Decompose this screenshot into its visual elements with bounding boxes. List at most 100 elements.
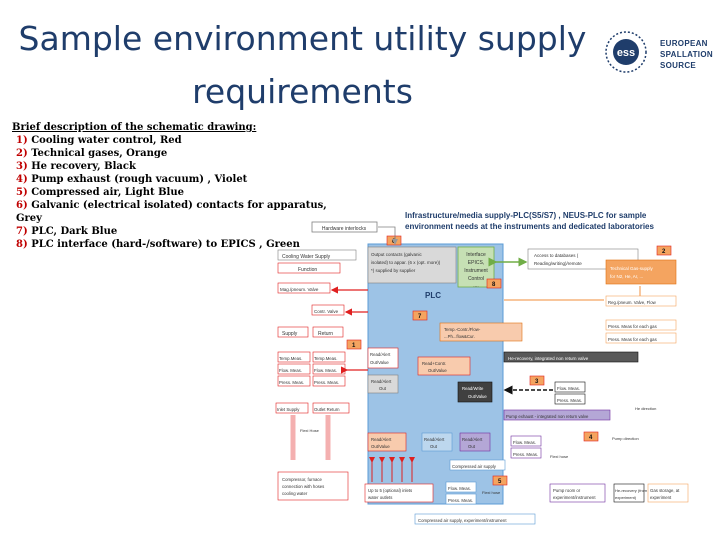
slide-title: Sample environment utility supply requir…: [10, 12, 595, 118]
svg-text:Read/Alert: Read/Alert: [371, 379, 392, 384]
svg-text:5: 5: [498, 479, 502, 485]
he-recovery-bar: [503, 351, 639, 363]
svg-text:Read/Alert: Read/Alert: [371, 437, 392, 442]
svg-text:connection with hoses: connection with hoses: [282, 484, 324, 489]
svg-text:experiment): experiment): [615, 495, 637, 500]
logo-text: EUROPEAN SPALLATION SOURCE: [660, 38, 713, 71]
logo-line-1: EUROPEAN: [660, 39, 708, 48]
pump-exhaust-bar: [503, 409, 611, 421]
output-contacts-box: [367, 246, 457, 284]
svg-text:Pump room or: Pump room or: [553, 488, 581, 493]
description-item: 8) PLC interface (hard-/software) to EPI…: [16, 239, 300, 250]
logo-line-3: SOURCE: [660, 61, 697, 70]
svg-text:Out/Value: Out/Value: [468, 394, 487, 399]
svg-text:4: 4: [589, 435, 593, 441]
title-line-1: Sample environment utility supply: [18, 19, 587, 58]
svg-text:Read/Alert: Read/Alert: [424, 437, 445, 442]
svg-text:Supply: Supply: [282, 331, 298, 337]
svg-text:Reg./pneum. Valve, Flow: Reg./pneum. Valve, Flow: [608, 300, 657, 305]
svg-text:Compressor, furnace: Compressor, furnace: [282, 477, 322, 482]
svg-text:Flexi Hose: Flexi Hose: [300, 428, 320, 433]
svg-text:Flexi hose: Flexi hose: [550, 454, 569, 459]
svg-text:experiment/instrument: experiment/instrument: [553, 495, 596, 500]
svg-text:Flow. Meas.: Flow. Meas.: [513, 440, 536, 445]
svg-text:Read/Alert: Read/Alert: [462, 437, 483, 442]
description-item: 1) Cooling water control, Red: [16, 135, 182, 146]
svg-text:Out/Value: Out/Value: [370, 360, 389, 365]
svg-text:Read+Contr.: Read+Contr.: [422, 361, 446, 366]
svg-text:Press. Meas.: Press. Meas.: [448, 498, 473, 503]
svg-text:...Ph...flow&Cur.: ...Ph...flow&Cur.: [444, 334, 475, 339]
title-line-2: requirements: [192, 72, 413, 111]
description-item: 7) PLC, Dark Blue: [16, 226, 118, 237]
svg-text:Press. Meas.: Press. Meas.: [314, 380, 339, 385]
svg-text:experiment: experiment: [650, 495, 672, 500]
svg-text:Out/Value: Out/Value: [428, 368, 447, 373]
svg-text:Instrument: Instrument: [464, 268, 488, 274]
svg-text:isolated) to appar. (6 x (opt.: isolated) to appar. (6 x (opt. more)): [371, 260, 441, 265]
description-item: 3) He recovery, Black: [16, 161, 136, 172]
ess-logo-mark: ess: [617, 47, 635, 59]
svg-text:Flexi hose: Flexi hose: [482, 490, 501, 495]
svg-text:Access to databases (: Access to databases (: [534, 253, 579, 258]
svg-text:Press. Meas.: Press. Meas.: [513, 452, 538, 457]
svg-text:EPICS,: EPICS,: [468, 260, 484, 266]
svg-text:Read/Write: Read/Write: [462, 386, 484, 391]
svg-text:He direction: He direction: [635, 406, 656, 411]
svg-text:Pump direction: Pump direction: [612, 436, 639, 441]
svg-text:Out: Out: [430, 444, 438, 449]
description-item: 4) Pump exhaust (rough vacuum) , Violet: [16, 174, 248, 185]
plc-label: PLC: [425, 291, 441, 300]
svg-text:Out: Out: [468, 444, 476, 449]
svg-text:Press. Meas for each gas: Press. Meas for each gas: [608, 337, 657, 342]
svg-text:Technical Gas-supply: Technical Gas-supply: [610, 266, 654, 271]
svg-text:Press. Meas.: Press. Meas.: [279, 380, 304, 385]
svg-text:Mag./pneum. Valve: Mag./pneum. Valve: [280, 287, 319, 292]
svg-text:8: 8: [492, 282, 496, 288]
svg-text:3: 3: [535, 379, 539, 385]
svg-text:Output contacts (galvanic: Output contacts (galvanic: [371, 252, 423, 257]
infrastructure-title: Infrastructure/media supply-PLC(S5/S7) ,…: [405, 210, 675, 232]
svg-text:Temp.Meas.: Temp.Meas.: [314, 356, 337, 361]
ess-logo-icon: ess: [605, 31, 647, 73]
svg-text:....: ....: [473, 283, 479, 289]
svg-text:Interface: Interface: [466, 252, 486, 258]
svg-text:Flow. Meas.: Flow. Meas.: [557, 386, 580, 391]
svg-text:Inlet Supply: Inlet Supply: [277, 407, 300, 412]
svg-text:Cooling Water Supply: Cooling Water Supply: [282, 254, 331, 260]
svg-text:Flow. Meas.: Flow. Meas.: [448, 486, 471, 491]
description-item: 6) Galvanic (electrical isolated) contac…: [16, 200, 327, 224]
svg-text:Temp.-Contr./Flow-: Temp.-Contr./Flow-: [444, 327, 481, 332]
svg-text:2: 2: [662, 249, 666, 255]
infrastructure-title-line-2: environment needs at the instruments and…: [405, 222, 654, 231]
svg-text:Pump exhaust - integrated non: Pump exhaust - integrated non return val…: [506, 414, 589, 419]
hardware-interlocks-label: Hardware interlocks: [322, 226, 367, 232]
technical-gas-supply-box: [605, 259, 677, 285]
cooling-water-supply-box: [277, 249, 357, 261]
svg-text:Return: Return: [318, 331, 333, 337]
hardware-interlocks-box: [311, 221, 378, 233]
svg-text:Up to 5 (optional) inlets: Up to 5 (optional) inlets: [368, 488, 412, 493]
svg-text:*) supplied by supplier: *) supplied by supplier: [371, 268, 416, 273]
svg-text:Reading/writing)/remote: Reading/writing)/remote: [534, 261, 582, 266]
svg-text:He-recovery (from: He-recovery (from: [615, 488, 648, 493]
svg-text:Outlet Return: Outlet Return: [314, 407, 340, 412]
svg-text:Out/Value: Out/Value: [371, 444, 390, 449]
svg-text:Temp.Meas.: Temp.Meas.: [279, 356, 302, 361]
svg-text:water outlets: water outlets: [368, 495, 392, 500]
svg-text:Gas storage, at: Gas storage, at: [650, 488, 680, 493]
svg-text:Contr. Valve: Contr. Valve: [314, 309, 339, 314]
svg-text:Compressed air supply: Compressed air supply: [452, 464, 497, 469]
svg-text:Flow. Meas.: Flow. Meas.: [279, 368, 302, 373]
svg-text:He-recovery, integrated non re: He-recovery, integrated non return valve: [508, 356, 589, 361]
svg-text:7: 7: [418, 314, 422, 320]
svg-text:1: 1: [352, 343, 356, 349]
svg-text:Press. Meas for each gas: Press. Meas for each gas: [608, 324, 657, 329]
svg-text:Out: Out: [379, 386, 387, 391]
description-item: 5) Compressed air, Light Blue: [16, 187, 184, 198]
description-heading: Brief description of the schematic drawi…: [12, 122, 257, 133]
logo-line-2: SPALLATION: [660, 50, 713, 59]
svg-text:Control: Control: [468, 276, 484, 282]
svg-text:Press. Meas.: Press. Meas.: [557, 398, 582, 403]
